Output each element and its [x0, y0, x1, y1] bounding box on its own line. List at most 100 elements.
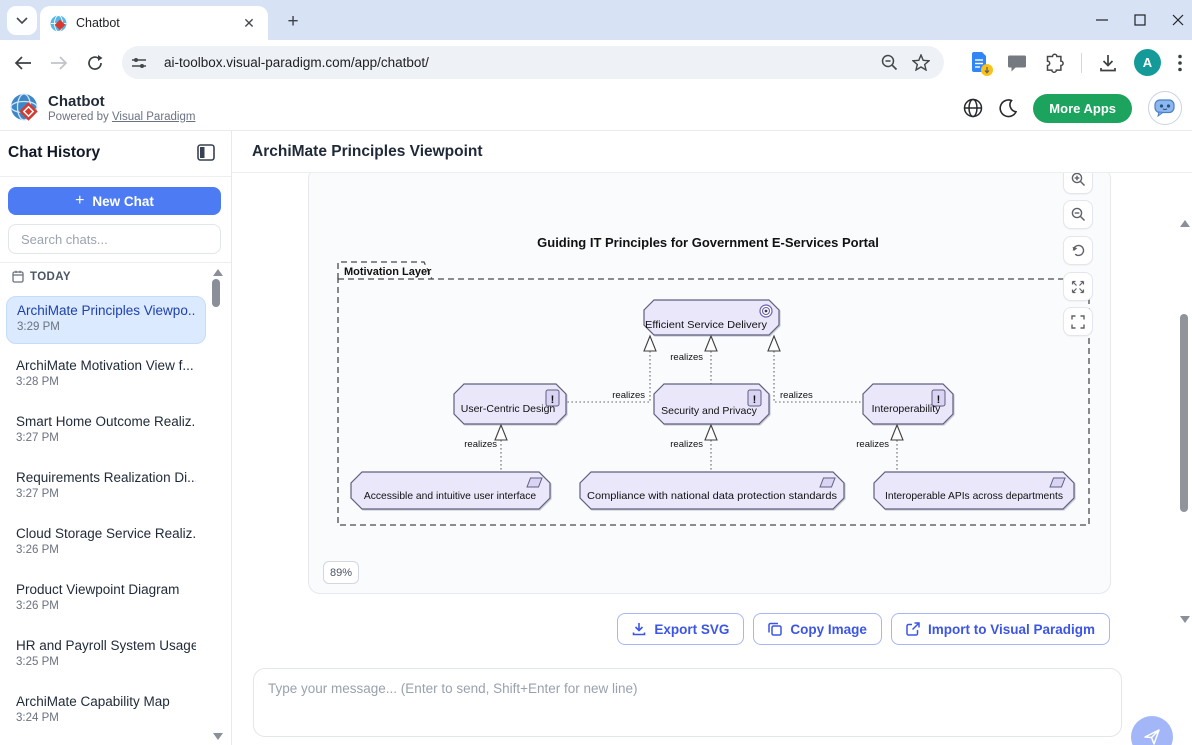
realizes-label: realizes	[612, 390, 645, 401]
tab-close-icon[interactable]: ✕	[243, 14, 255, 31]
import-to-vp-button[interactable]: Import to Visual Paradigm	[890, 613, 1110, 645]
fullscreen-button[interactable]	[1063, 307, 1093, 336]
bookmark-star-icon[interactable]	[912, 54, 930, 71]
window-minimize-button[interactable]	[1096, 14, 1108, 26]
realization-arrowhead	[890, 423, 904, 441]
export-svg-button[interactable]: Export SVG	[617, 613, 745, 645]
profile-avatar[interactable]: A	[1134, 49, 1161, 76]
realizes-label: realizes	[856, 439, 889, 450]
page-title: ArchiMate Principles Viewpoint	[252, 143, 483, 160]
docs-extension-icon[interactable]	[971, 51, 993, 76]
site-settings-icon[interactable]	[122, 56, 156, 70]
realization-arrowhead	[494, 423, 508, 441]
browser-titlebar: Chatbot ✕ +	[0, 0, 1192, 40]
principle-icon: !	[545, 389, 560, 407]
chat-item-archimate-principles[interactable]: ArchiMate Principles Viewpo...3:29 PM	[6, 296, 206, 344]
vp-logo	[10, 93, 38, 121]
chevron-down-icon	[16, 16, 28, 24]
main-scrollbar-thumb[interactable]	[1180, 314, 1188, 512]
principle-interoperability[interactable]	[862, 383, 954, 425]
extensions-puzzle-icon[interactable]	[1044, 53, 1064, 73]
new-tab-button[interactable]: +	[287, 11, 299, 32]
fit-to-screen-button[interactable]	[1063, 272, 1093, 301]
plus-icon: +	[75, 192, 85, 209]
copy-image-button[interactable]: Copy Image	[753, 613, 882, 645]
sidebar-scroll-down-arrow[interactable]	[213, 733, 223, 740]
comment-extension-icon[interactable]	[1008, 54, 1027, 72]
requirement-icon	[526, 477, 543, 488]
powered-by: Powered by Visual Paradigm	[48, 111, 196, 123]
svg-text:!: !	[753, 394, 757, 406]
search-chats-input[interactable]	[8, 224, 221, 254]
collapse-sidebar-icon[interactable]	[197, 144, 215, 166]
goal-label: Efficient Service Delivery	[645, 319, 768, 331]
main-scroll-up-arrow[interactable]	[1180, 220, 1190, 227]
principle-icon: !	[747, 389, 762, 407]
svg-text:!: !	[551, 394, 555, 406]
motivation-layer-label: Motivation Layer	[344, 266, 432, 278]
download-icon	[633, 623, 646, 636]
realization-arrowhead	[643, 334, 657, 352]
window-maximize-button[interactable]	[1134, 14, 1146, 26]
browser-tab[interactable]: Chatbot ✕	[40, 6, 268, 40]
chat-item-cloud-storage[interactable]: Cloud Storage Service Realiz...3:26 PM	[16, 526, 196, 556]
principle-security-and-privacy[interactable]	[653, 383, 770, 425]
language-globe-icon[interactable]	[963, 98, 983, 118]
requirement-label: Compliance with national data protection…	[587, 491, 837, 502]
zoom-out-button[interactable]	[1063, 200, 1093, 229]
more-apps-button[interactable]: More Apps	[1033, 93, 1132, 123]
address-bar[interactable]: ai-toolbox.visual-paradigm.com/app/chatb…	[122, 46, 944, 79]
chatbot-avatar-icon[interactable]	[1148, 91, 1182, 125]
chat-history-sidebar: Chat History +New Chat TODAY ArchiMate P…	[0, 131, 232, 745]
message-input[interactable]	[253, 668, 1122, 737]
requirement-compliance-standards[interactable]	[579, 471, 845, 510]
principle-user-centric-design[interactable]	[453, 383, 567, 425]
main-scroll-down-arrow[interactable]	[1180, 616, 1190, 623]
requirement-icon	[1049, 477, 1066, 488]
realizes-label: realizes	[670, 439, 703, 450]
requirement-label: Accessible and intuitive user interface	[364, 491, 537, 502]
realizes-label: realizes	[670, 352, 703, 363]
chat-scroll-region: Guiding IT Principles for Government E-S…	[232, 173, 1192, 656]
url-text[interactable]: ai-toolbox.visual-paradigm.com/app/chatb…	[164, 55, 429, 70]
tab-search-button[interactable]	[7, 6, 37, 35]
principle-icon: !	[931, 389, 946, 407]
visual-paradigm-link[interactable]: Visual Paradigm	[111, 111, 196, 123]
requirement-interoperable-apis[interactable]	[873, 471, 1075, 510]
chat-item-requirements-realization[interactable]: Requirements Realization Di...3:27 PM	[16, 470, 196, 500]
tab-favicon-vp-logo	[50, 14, 67, 32]
zoom-in-button[interactable]	[1063, 173, 1093, 194]
browser-menu-icon[interactable]	[1178, 54, 1182, 72]
send-button[interactable]	[1131, 716, 1173, 745]
goal-efficient-service-delivery[interactable]	[643, 299, 780, 336]
toolbar-divider	[1081, 52, 1082, 73]
reload-button[interactable]	[83, 51, 107, 75]
reset-view-button[interactable]	[1063, 236, 1093, 265]
requirement-accessible-ui[interactable]	[350, 471, 551, 510]
back-button[interactable]	[11, 51, 35, 75]
send-icon	[1144, 729, 1160, 745]
chat-item-smart-home[interactable]: Smart Home Outcome Realiz...3:27 PM	[16, 414, 196, 444]
page-header: ArchiMate Principles Viewpoint	[232, 131, 1192, 173]
tab-title: Chatbot	[76, 16, 120, 30]
motivation-layer-group	[337, 278, 1090, 526]
diagram-title: Guiding IT Principles for Government E-S…	[537, 235, 879, 250]
relation-io-to-goal	[773, 351, 863, 403]
sidebar-scroll-up-arrow[interactable]	[213, 269, 223, 276]
downloads-icon[interactable]	[1099, 54, 1117, 72]
window-close-button[interactable]	[1172, 14, 1184, 26]
goal-icon	[759, 304, 773, 318]
sidebar-scrollbar-thumb[interactable]	[212, 279, 220, 307]
page-zoom-icon[interactable]	[881, 54, 898, 71]
realization-arrowhead	[767, 334, 781, 352]
principle-label: Interoperability	[872, 403, 942, 415]
dark-mode-moon-icon[interactable]	[999, 98, 1018, 118]
forward-button[interactable]	[47, 51, 71, 75]
chat-item-archimate-motivation[interactable]: ArchiMate Motivation View f...3:28 PM	[16, 358, 194, 388]
new-chat-button[interactable]: +New Chat	[8, 187, 221, 215]
main-area: ArchiMate Principles Viewpoint Guiding I…	[232, 131, 1192, 745]
